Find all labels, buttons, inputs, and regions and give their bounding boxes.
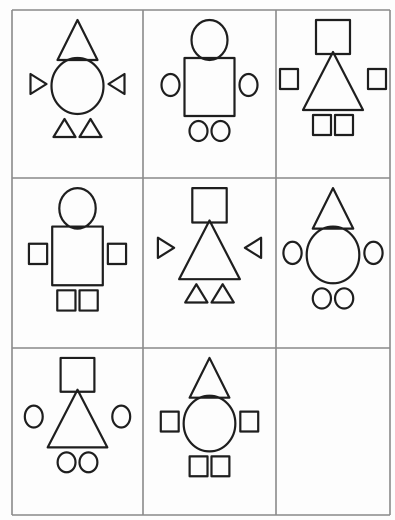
square-arm-left — [161, 412, 179, 432]
circle-head — [192, 20, 228, 60]
triangle-arm-left — [158, 238, 174, 258]
triangle-arm-right — [245, 238, 261, 258]
circle-body — [52, 58, 104, 114]
circle-arm-left — [283, 242, 301, 264]
triangle-foot-left — [54, 119, 76, 137]
shape-figure-1-1 — [31, 20, 125, 137]
circle-arm-right — [364, 242, 382, 264]
grid-lines — [12, 10, 390, 515]
triangle-head — [313, 188, 353, 228]
square-body — [185, 58, 235, 116]
triangle-body — [48, 390, 108, 448]
shape-figure-2-1 — [29, 188, 126, 310]
shape-figure-1-3 — [280, 20, 386, 135]
square-head — [192, 188, 226, 222]
circle-foot-right — [212, 121, 230, 141]
square-body — [52, 227, 103, 286]
triangle-arm-right — [109, 74, 125, 94]
triangle-foot-right — [212, 284, 234, 302]
circle-foot-left — [58, 452, 76, 472]
shape-figure-2-2 — [158, 188, 261, 302]
circle-arm-right — [240, 74, 258, 96]
circle-foot-right — [79, 452, 97, 472]
square-foot-right — [211, 456, 229, 476]
shape-figure-1-2 — [162, 20, 258, 141]
shape-figure-2-3 — [283, 188, 382, 308]
circle-arm-right — [112, 406, 130, 428]
triangle-foot-left — [185, 284, 207, 302]
triangle-body — [303, 52, 363, 110]
square-head — [61, 358, 95, 392]
circle-arm-left — [162, 74, 180, 96]
triangle-arm-left — [31, 74, 47, 94]
circle-arm-left — [25, 406, 43, 428]
circle-head — [59, 188, 95, 228]
square-arm-right — [240, 412, 258, 432]
square-arm-right — [368, 69, 386, 89]
square-arm-left — [280, 69, 298, 89]
square-arm-right — [108, 244, 126, 264]
circle-foot-left — [313, 288, 331, 308]
triangle-body — [179, 221, 240, 280]
triangle-foot-right — [80, 119, 102, 137]
circle-body — [184, 396, 236, 452]
shape-figure-3-1 — [25, 358, 130, 472]
circle-foot-left — [190, 121, 208, 141]
square-foot-right — [335, 115, 353, 135]
circle-body — [307, 227, 360, 284]
shape-figure-3-2 — [161, 358, 258, 476]
triangle-head — [58, 20, 98, 60]
square-foot-left — [313, 115, 331, 135]
square-arm-left — [29, 244, 47, 264]
triangle-head — [190, 358, 230, 398]
square-foot-left — [57, 290, 75, 310]
circle-foot-right — [335, 288, 353, 308]
square-foot-left — [190, 456, 208, 476]
square-head — [316, 20, 350, 54]
square-foot-right — [80, 290, 98, 310]
